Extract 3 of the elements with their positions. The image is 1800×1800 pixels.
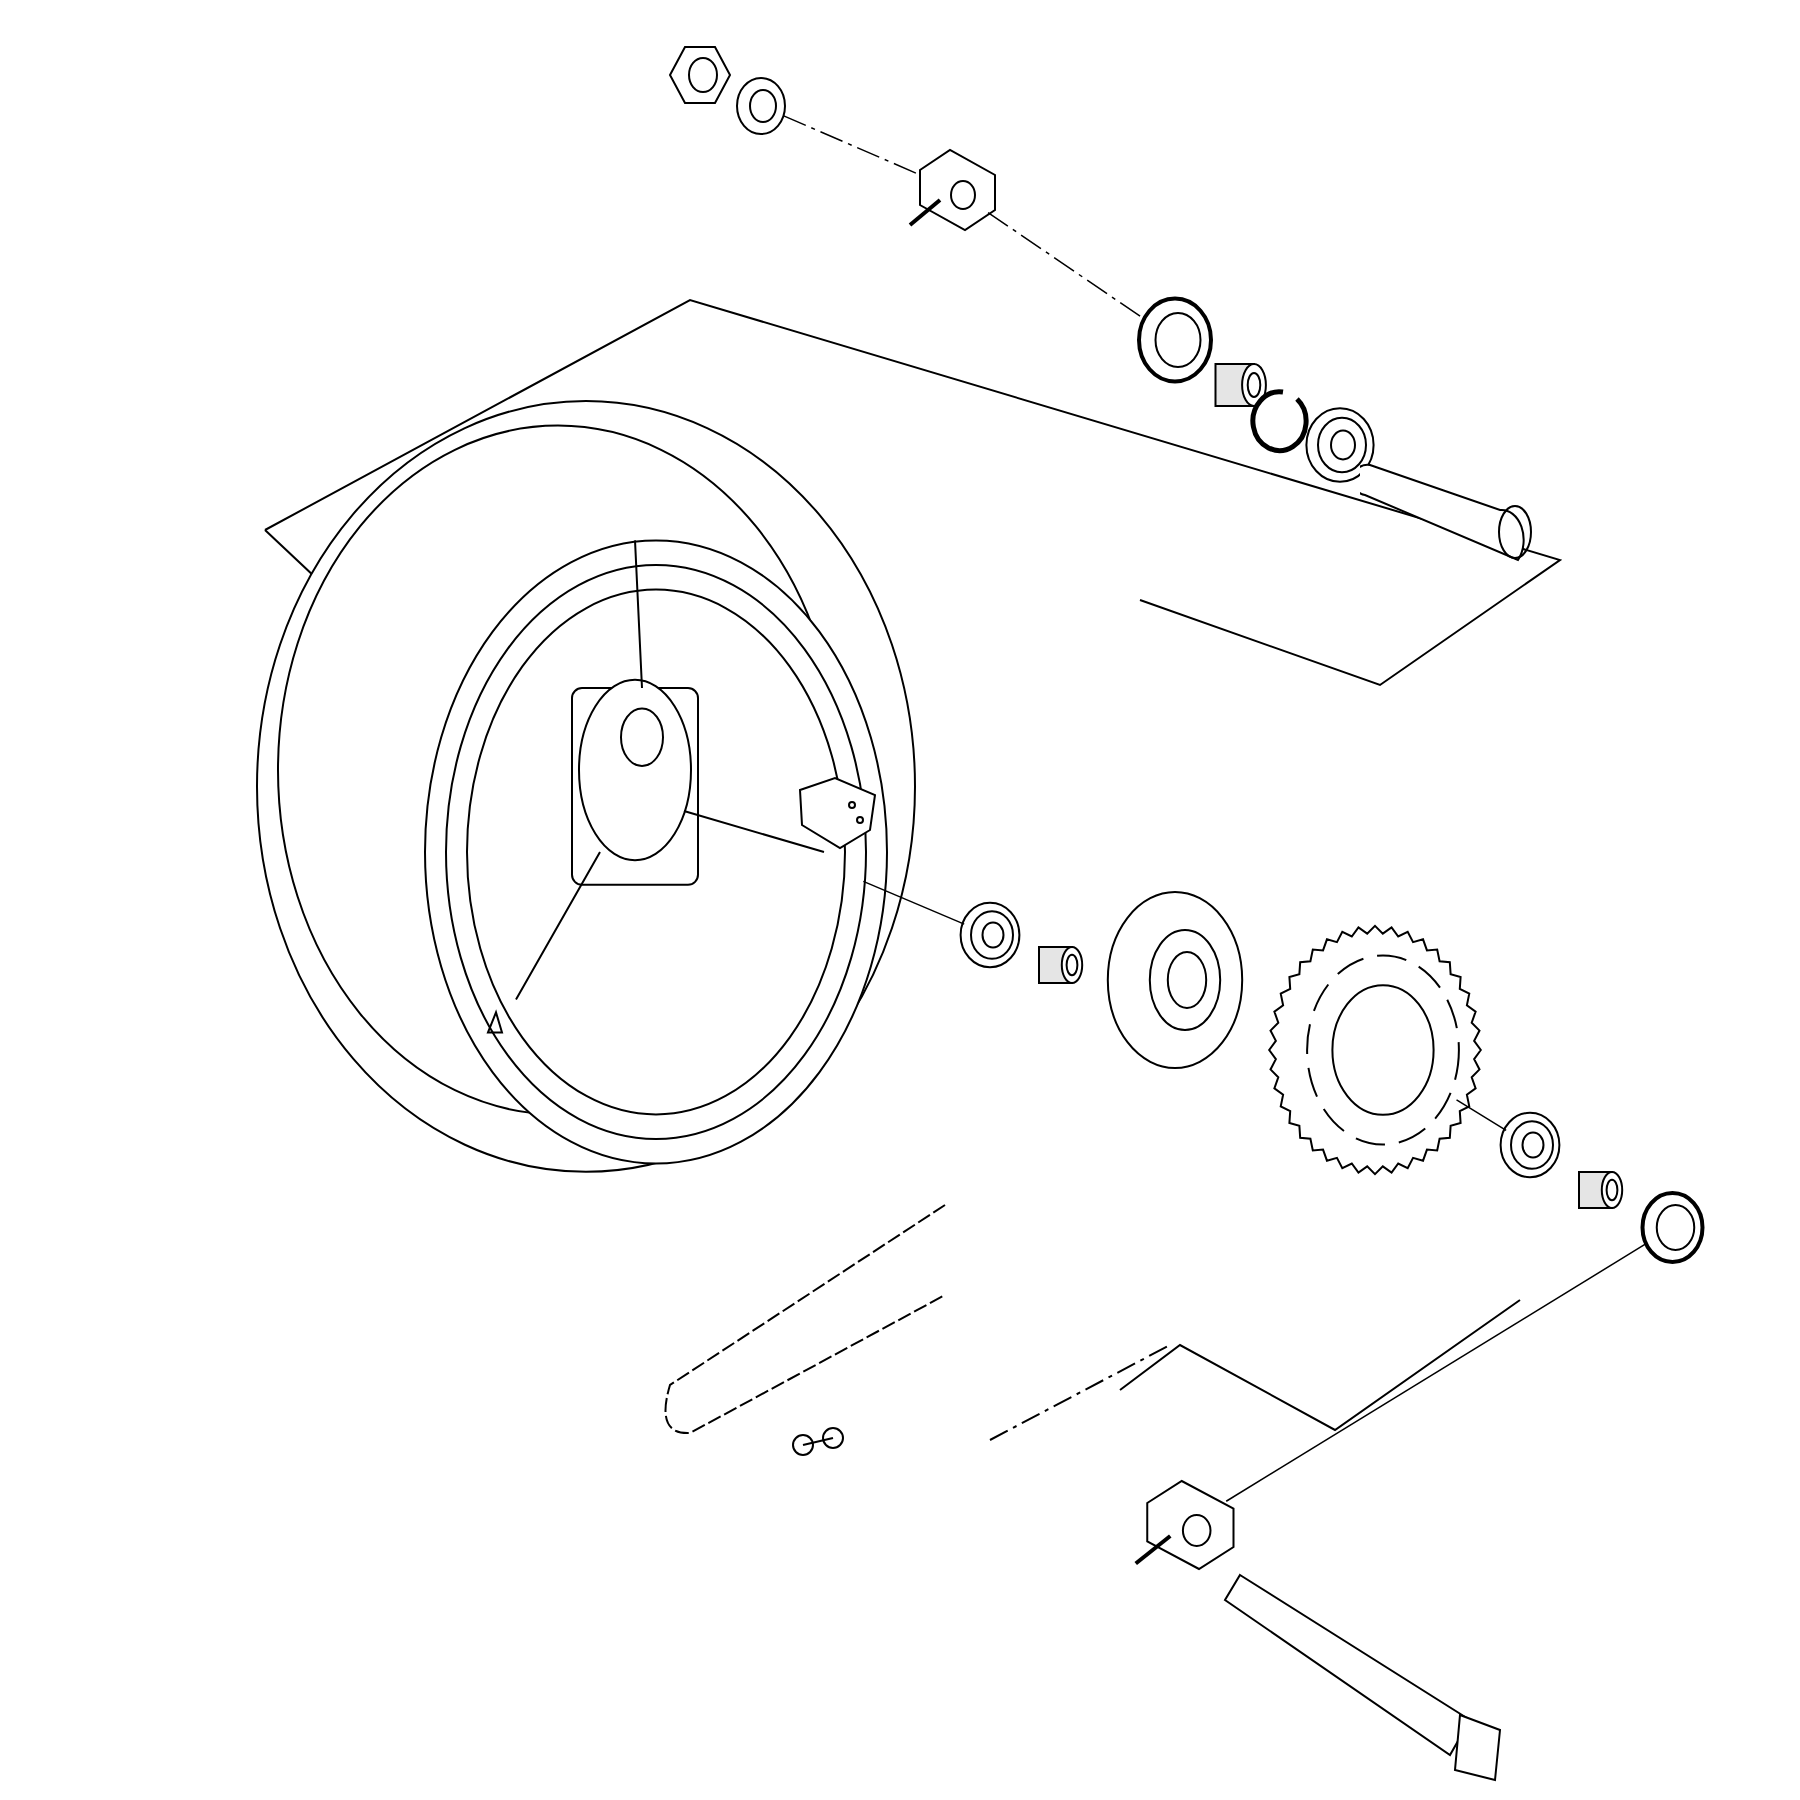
assembly-center-line <box>1225 1242 1648 1502</box>
assembly-center-line <box>1455 1099 1507 1132</box>
assembly-center-line <box>862 880 965 925</box>
